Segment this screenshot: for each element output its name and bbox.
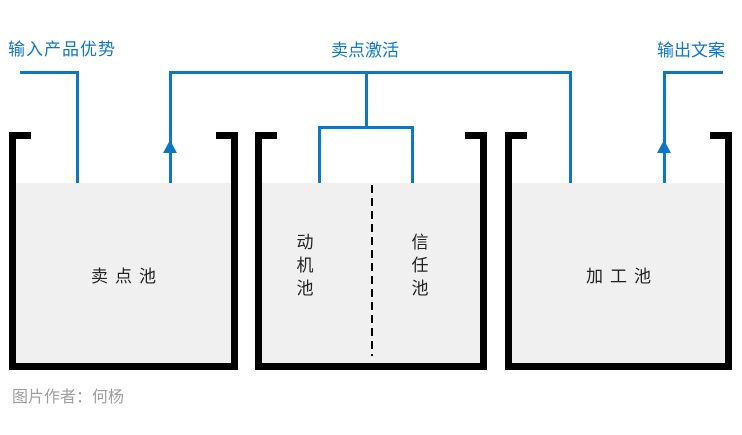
pool-lip-right (710, 132, 725, 139)
pool-water-fill (16, 183, 231, 363)
input-flow-vertical-line (76, 71, 79, 203)
pool-lip-left (16, 132, 31, 139)
pool-dashed-divider (371, 185, 373, 356)
trust-pool-label: 信 任 池 (411, 233, 429, 298)
processing-pool-label: 加工池 (586, 267, 658, 286)
pool-lip-left (262, 132, 277, 139)
pool-lip-left (512, 132, 527, 139)
trust-inflow-line (411, 126, 414, 203)
middle-pool: 动 机 池 信 任 池 (255, 132, 487, 370)
motivation-inflow-line (318, 126, 321, 203)
activation-branch-line (365, 71, 368, 128)
output-step-label: 输出文案 (657, 41, 725, 60)
processing-pool-inflow-line (569, 71, 572, 203)
output-flow-horizontal-line (663, 71, 723, 74)
author-caption: 图片作者：何杨 (12, 389, 125, 406)
processing-pool: 加工池 (505, 132, 732, 370)
pool-lip-right (465, 132, 480, 139)
activation-step-label: 卖点激活 (331, 41, 399, 60)
pool-water-fill (512, 183, 725, 363)
output-up-arrowhead-icon (657, 140, 671, 153)
activation-trunk-line (169, 71, 572, 74)
input-step-label: 输入产品优势 (8, 40, 116, 59)
selling-point-pool: 卖点池 (9, 132, 238, 370)
input-flow-horizontal-line (20, 71, 79, 74)
pool-lip-right (216, 132, 231, 139)
motivation-pool-label: 动 机 池 (296, 233, 314, 298)
branch-split-line (318, 126, 414, 129)
selling-point-pool-label: 卖点池 (91, 267, 163, 286)
selling-pool-up-arrowhead-icon (163, 140, 177, 153)
